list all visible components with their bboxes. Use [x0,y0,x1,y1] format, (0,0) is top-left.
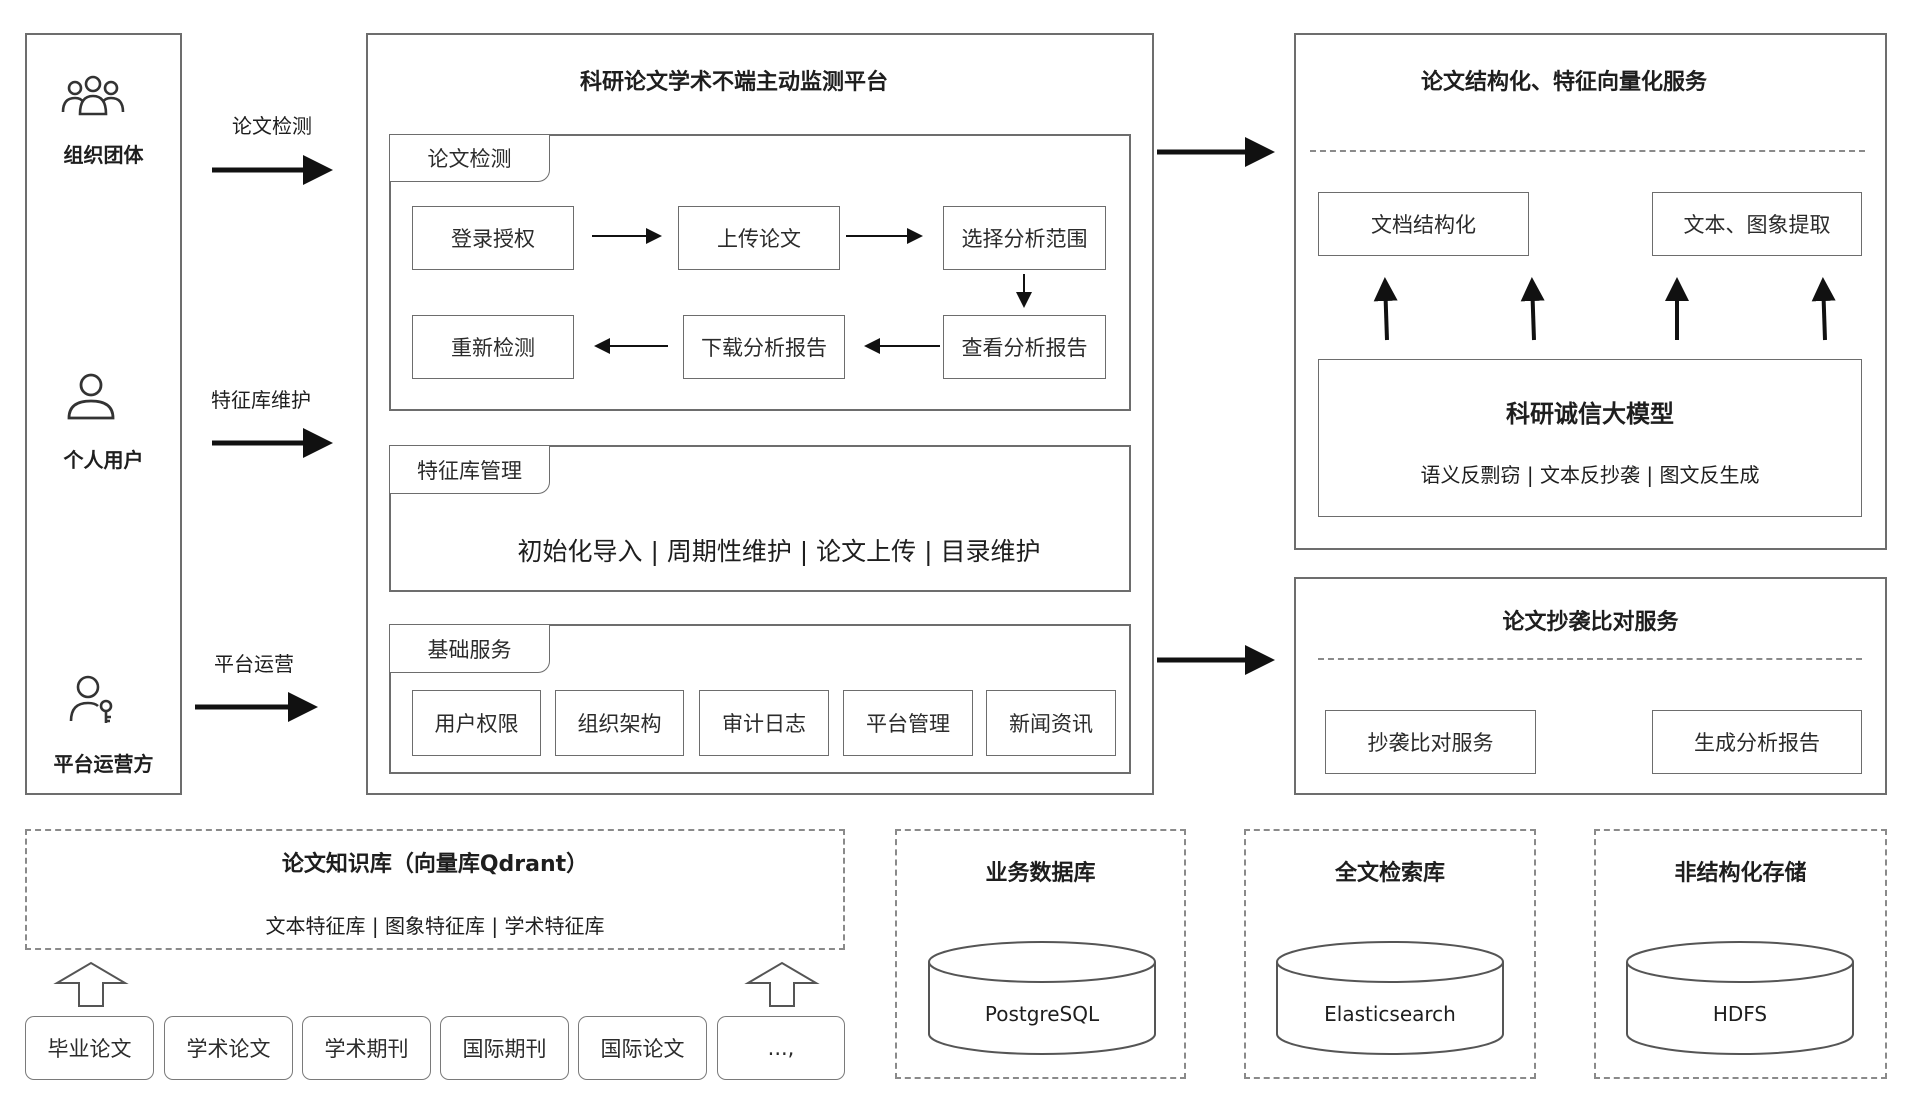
flow-feature-maint-label: 特征库维护 [211,388,311,412]
model-box[interactable] [1318,359,1862,517]
plag-service-title: 论文抄袭比对服务 [1502,610,1679,635]
plag-report-box[interactable]: 生成分析报告 [1652,710,1862,774]
plag-compare-box[interactable]: 抄袭比对服务 [1325,710,1536,774]
elasticsearch-cylinder [1276,941,1504,1055]
step-upload[interactable]: 上传论文 [678,206,840,270]
flow-paper-detect-label: 论文检测 [232,114,312,138]
source-graduation[interactable]: 毕业论文 [25,1016,154,1080]
step-view-report[interactable]: 查看分析报告 [943,315,1106,379]
knowledge-title: 论文知识库（向量库Qdrant） [281,852,589,877]
postgresql-cylinder [928,941,1156,1055]
knowledge-subtitle: 文本特征库 | 图象特征库 | 学术特征库 [265,914,605,938]
elasticsearch-label: Elasticsearch [1324,1002,1456,1026]
base-org-struct[interactable]: 组织架构 [555,690,684,756]
person-icon [67,373,115,420]
hdfs-cylinder [1626,941,1854,1055]
user-personal-label: 个人用户 [63,448,144,472]
platform-title: 科研论文学术不端主动监测平台 [579,70,888,95]
unstructured-storage-title: 非结构化存储 [1674,861,1807,886]
hdfs-label: HDFS [1712,1002,1768,1026]
feature-tab: 特征库管理 [390,446,550,494]
model-title: 科研诚信大模型 [1506,400,1674,428]
flow-platform-ops-label: 平台运营 [214,652,294,676]
hollow-arrow-right [744,961,820,1007]
base-user-perm[interactable]: 用户权限 [412,690,541,756]
hollow-arrow-left [53,961,129,1007]
knowledge-base-panel [25,829,845,950]
user-org-label: 组织团体 [63,143,144,167]
user-operator-label: 平台运营方 [53,752,154,776]
step-download-report[interactable]: 下载分析报告 [683,315,845,379]
source-more[interactable]: ..., [717,1016,845,1080]
base-news[interactable]: 新闻资讯 [986,690,1116,756]
fulltext-search-title: 全文检索库 [1334,861,1445,886]
model-subtitle: 语义反剽窃 | 文本反抄袭 | 图文反生成 [1420,463,1760,487]
step-select-range[interactable]: 选择分析范围 [943,206,1106,270]
operator-icon [69,675,113,723]
feature-content: 初始化导入 | 周期性维护 | 论文上传 | 目录维护 [517,537,1041,566]
base-tab: 基础服务 [390,625,550,673]
step-login[interactable]: 登录授权 [412,206,574,270]
extract-box[interactable]: 文本、图象提取 [1652,192,1862,256]
source-academic-paper[interactable]: 学术论文 [164,1016,293,1080]
plag-divider [1318,658,1862,660]
step-recheck[interactable]: 重新检测 [412,315,574,379]
postgresql-label: PostgreSQL [984,1002,1100,1026]
group-icon [61,75,125,116]
doc-struct-box[interactable]: 文档结构化 [1318,192,1529,256]
base-audit-log[interactable]: 审计日志 [699,690,829,756]
base-platform-mgmt[interactable]: 平台管理 [843,690,973,756]
source-intl-journal[interactable]: 国际期刊 [440,1016,569,1080]
source-academic-journal[interactable]: 学术期刊 [302,1016,431,1080]
detect-tab: 论文检测 [390,135,550,182]
struct-service-title: 论文结构化、特征向量化服务 [1420,70,1707,95]
source-intl-paper[interactable]: 国际论文 [578,1016,707,1080]
user-column [25,33,182,795]
business-db-title: 业务数据库 [985,861,1096,886]
struct-divider [1310,150,1865,152]
